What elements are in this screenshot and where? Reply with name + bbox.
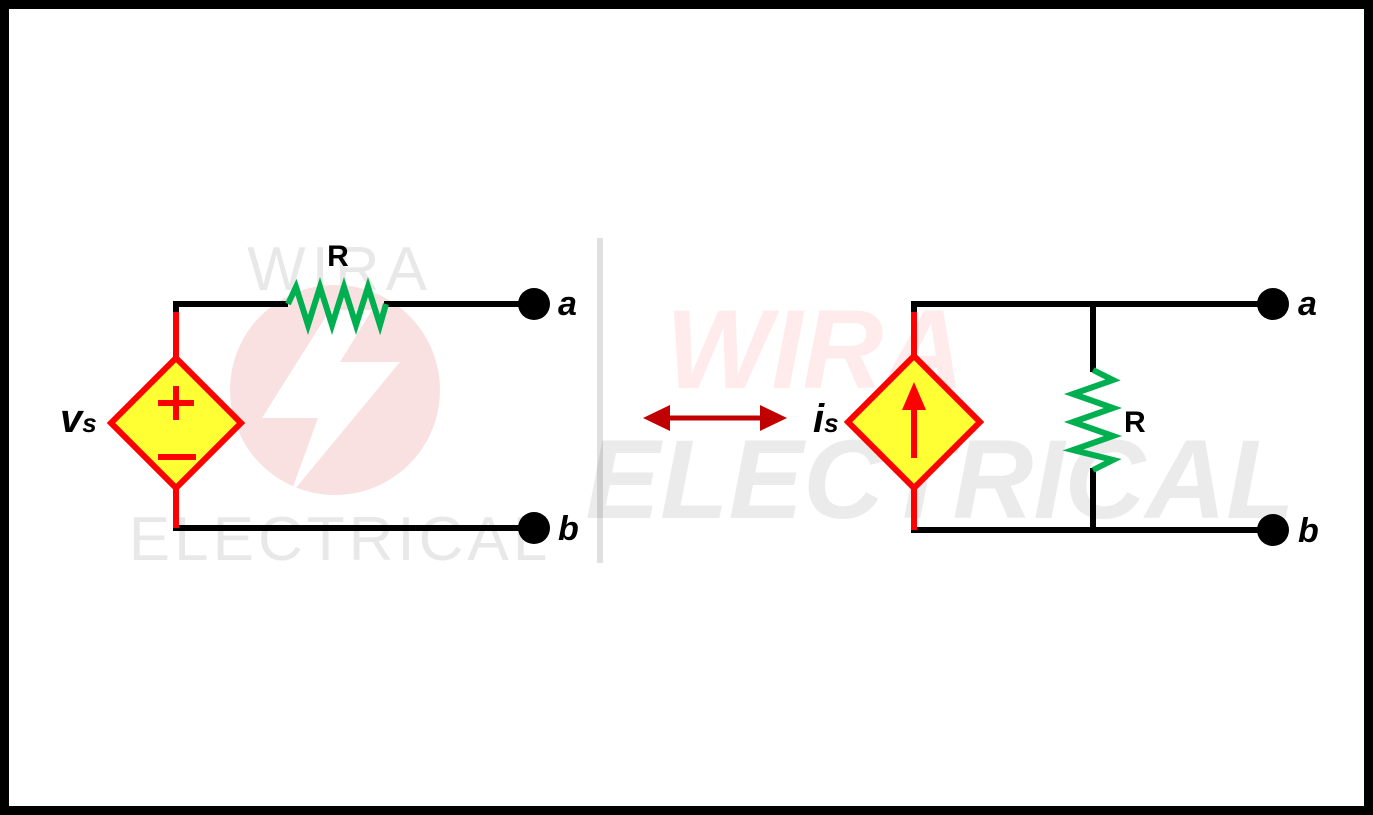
right-top-wire <box>911 301 1270 313</box>
right-resistor <box>1062 367 1123 473</box>
left-terminal-a <box>518 288 550 320</box>
arrow-head-right-icon <box>760 405 787 431</box>
watermark-logo-icon <box>230 285 440 495</box>
right-circuit: R is a b <box>813 285 1319 550</box>
dependent-voltage-source <box>106 353 246 493</box>
right-source-label-sub: s <box>824 408 838 438</box>
equivalence-arrow <box>643 405 787 431</box>
left-top-wire-left <box>173 301 288 313</box>
left-terminal-b <box>518 512 550 544</box>
left-source-label: vs <box>60 397 97 441</box>
watermark-left: WIRA ELECTRICAL <box>129 235 551 574</box>
right-terminal-b <box>1257 514 1289 546</box>
left-resistor <box>285 277 389 336</box>
watermark-left-top: WIRA <box>247 235 433 304</box>
left-source-label-sub: s <box>82 408 96 438</box>
right-terminal-a-label: a <box>1298 285 1317 323</box>
left-source-label-main: v <box>60 397 85 441</box>
right-terminal-a <box>1257 288 1289 320</box>
current-arrow-up-icon <box>902 382 926 410</box>
right-terminal-b-label: b <box>1298 512 1319 550</box>
arrow-head-left-icon <box>643 405 670 431</box>
watermark-bolt-icon <box>262 310 400 495</box>
right-resistor-label: R <box>1124 406 1146 439</box>
left-circuit: R vs a b <box>60 240 579 548</box>
right-source-label: is <box>813 397 839 441</box>
center-divider <box>597 238 603 563</box>
left-terminal-b-label: b <box>558 510 579 548</box>
watermark-left-bottom: ELECTRICAL <box>129 505 551 574</box>
left-resistor-label: R <box>327 240 349 273</box>
left-terminal-a-label: a <box>558 285 577 323</box>
right-source-label-main: i <box>813 397 825 441</box>
